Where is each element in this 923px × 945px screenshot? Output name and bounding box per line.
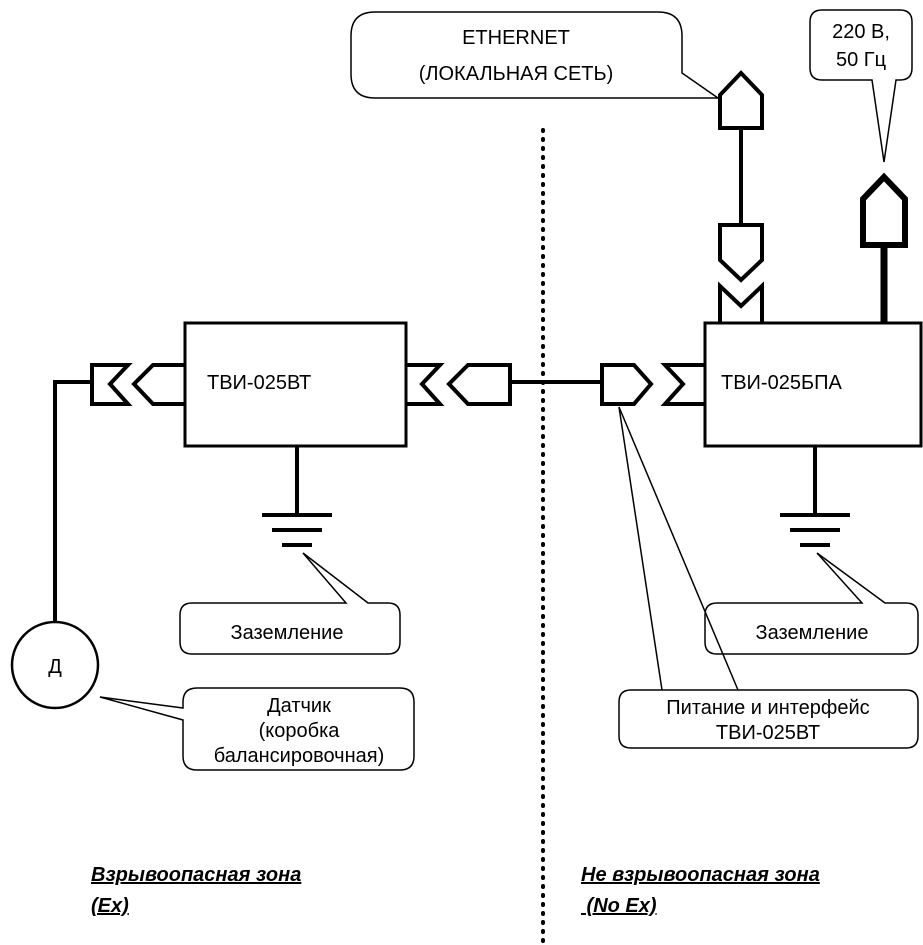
ethernet-socket-connector	[718, 281, 764, 323]
right-ground-label: Заземление	[756, 622, 869, 644]
hazard-zone-label-line2: (Ex)	[91, 895, 129, 917]
left-ground-callout: Заземление	[179, 552, 401, 655]
right-unit-label: ТВИ-025БПА	[721, 372, 842, 394]
right-ground-symbol	[780, 446, 850, 547]
sensor-label-line2: (коробка	[259, 720, 341, 742]
power-callout: 220 В, 50 Гц	[809, 9, 913, 163]
right-input-socket	[660, 363, 705, 406]
right-input-plug	[600, 363, 654, 406]
power-label-line2: 50 Гц	[836, 49, 886, 71]
interface-label-line2: ТВИ-025ВТ	[716, 722, 820, 744]
left-output-plug	[446, 363, 512, 406]
left-socket-connector	[90, 363, 133, 406]
left-unit-label: ТВИ-025ВТ	[207, 372, 311, 394]
right-ground-callout: Заземление	[704, 552, 919, 655]
right-unit-box	[703, 321, 923, 448]
sensor-wire	[53, 380, 92, 625]
power-label-line1: 220 В,	[832, 21, 890, 43]
interface-callout: Питание и интерфейс ТВИ-025ВТ	[618, 406, 919, 749]
ethernet-callout: ETHERNET (ЛОКАЛЬНАЯ СЕТЬ)	[350, 11, 721, 99]
left-ground-symbol	[262, 446, 332, 547]
ethernet-label-line2: (ЛОКАЛЬНАЯ СЕТЬ)	[419, 63, 614, 85]
interface-label-line1: Питание и интерфейс	[666, 697, 869, 719]
hazard-zone-label-line1: Взрывоопасная зона	[91, 864, 301, 886]
sensor-symbol: Д	[48, 656, 62, 678]
power-plug-connector	[860, 172, 908, 248]
left-output-socket	[406, 363, 445, 406]
left-unit-box	[183, 321, 408, 448]
ethernet-plug-connector	[718, 223, 764, 283]
sensor-callout: Датчик (коробка балансировочная)	[99, 687, 415, 771]
ethernet-end-connector	[718, 70, 764, 130]
left-plug-connector	[131, 363, 185, 406]
sensor-label-line3: балансировочная)	[214, 745, 385, 767]
safe-zone-label-line2: (No Ex)	[581, 895, 657, 917]
sensor-label-line1: Датчик	[267, 695, 331, 717]
left-ground-label: Заземление	[231, 622, 344, 644]
safe-zone-label-line1: Не взрывоопасная зона	[581, 864, 820, 886]
ethernet-label-line1: ETHERNET	[462, 27, 570, 49]
sensor-circle	[10, 620, 100, 710]
